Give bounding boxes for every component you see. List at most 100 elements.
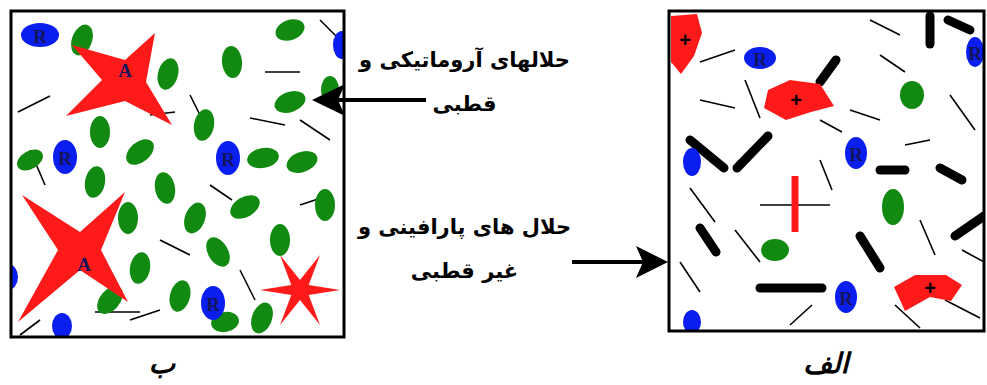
- illustration-part: [900, 81, 924, 109]
- panel-label: ب: [149, 347, 175, 381]
- annotation-text: حلال های پارافینی و غیر قطبی: [352, 205, 577, 293]
- illustration-part: [683, 310, 701, 330]
- illustration-part: [966, 37, 983, 67]
- illustration-part: [216, 141, 240, 175]
- illustration-part: [180, 200, 210, 237]
- illustration-part: [127, 251, 152, 286]
- illustration-part: [870, 20, 900, 35]
- illustration-part: [247, 300, 277, 336]
- molecule-symbol: R: [58, 149, 72, 168]
- illustration-part: [52, 313, 72, 336]
- illustration-part: [948, 20, 970, 30]
- polar-molecules: [761, 81, 924, 261]
- molecule-symbol: A: [77, 255, 91, 274]
- illustration-part: [272, 15, 307, 44]
- illustration-part: [160, 240, 190, 255]
- molecule-symbol: R: [753, 50, 767, 69]
- aromatic-molecules: [18, 33, 340, 325]
- illustration-part: [737, 136, 768, 168]
- molecule-symbol: A: [118, 61, 132, 80]
- illustration-part: [226, 190, 264, 223]
- illustration-part: [333, 31, 343, 59]
- illustration-part: [820, 60, 836, 82]
- illustration-part: [312, 84, 345, 116]
- illustration-part: [880, 55, 905, 72]
- panel-label: الف: [803, 347, 848, 381]
- illustration-part: [118, 202, 138, 234]
- illustration-part: [926, 16, 935, 44]
- illustration-part: [82, 165, 107, 200]
- illustration-part: [66, 33, 172, 125]
- illustration-part: [690, 188, 715, 222]
- illustration-part: [18, 96, 50, 112]
- polar-molecules: [13, 15, 339, 336]
- illustration-part: [272, 87, 309, 117]
- resin-molecules: [12, 23, 343, 336]
- annotation-text: حلالهای آروماتیکی و قطبی: [352, 38, 577, 126]
- molecule-symbol: R: [849, 145, 863, 164]
- illustration-part: [210, 185, 232, 200]
- aromatic-panel-frame: [11, 11, 344, 337]
- illustration-part: [572, 260, 643, 264]
- illustration-part: [820, 120, 842, 132]
- illustration-part: [894, 275, 962, 311]
- illustration-part: [300, 120, 330, 140]
- illustration-part: [700, 100, 735, 108]
- illustration-part: [260, 255, 340, 325]
- illustration-part: [53, 140, 77, 174]
- molecule-symbol: R: [968, 44, 982, 63]
- illustration-part: [90, 116, 110, 148]
- paraffinic-panel-content: [671, 14, 983, 330]
- illustration-part: [882, 189, 904, 225]
- illustration-part: [250, 118, 285, 125]
- molecule-symbol: R: [221, 150, 235, 169]
- illustration-part: [166, 278, 194, 314]
- charge-sign: +: [790, 90, 802, 110]
- illustration-part: [21, 23, 59, 47]
- solvent-lines: [18, 20, 340, 335]
- illustration-part: [671, 14, 702, 74]
- illustration-part: [270, 224, 290, 256]
- illustration-part: [13, 145, 46, 175]
- illustration-part: [962, 250, 983, 262]
- illustration-part: [835, 281, 857, 313]
- illustration-part: [760, 284, 822, 293]
- illustration-part: [680, 262, 700, 292]
- molecule-symbol: R: [206, 295, 220, 314]
- illustration-part: [761, 239, 789, 261]
- illustration-part: [201, 286, 225, 320]
- paraffin-chains: [690, 16, 983, 288]
- paraffinic-panel-frame: [669, 11, 984, 331]
- aromatic-panel-content: [12, 15, 343, 336]
- illustration-part: [744, 47, 776, 69]
- charge-sign: +: [679, 30, 691, 50]
- illustration-part: [920, 220, 935, 255]
- illustration-part: [265, 71, 300, 73]
- illustration-part: [845, 137, 867, 169]
- molecule-symbol: R: [33, 27, 47, 46]
- resin-molecules: [683, 37, 983, 330]
- illustration-part: [745, 80, 760, 118]
- illustration-part: [700, 228, 716, 252]
- illustration-part: [764, 80, 834, 120]
- aromatic-molecules: [671, 14, 962, 311]
- illustration-part: [955, 216, 983, 236]
- illustration-part: [18, 192, 128, 322]
- illustration-part: [152, 171, 177, 206]
- illustration-part: [284, 147, 321, 177]
- illustration-part: [790, 305, 812, 325]
- illustration-part: [950, 95, 975, 130]
- illustration-part: [201, 233, 234, 271]
- illustration-part: [636, 246, 668, 278]
- illustration-part: [240, 270, 255, 300]
- illustration-part: [735, 230, 760, 262]
- illustration-part: [880, 166, 905, 175]
- illustration-part: [820, 160, 832, 190]
- illustration-part: [121, 134, 158, 170]
- illustration-part: [154, 56, 182, 92]
- illustration-part: [945, 300, 980, 318]
- illustration-part: [850, 110, 880, 120]
- illustration-part: [860, 236, 880, 268]
- illustration-part: [20, 320, 40, 335]
